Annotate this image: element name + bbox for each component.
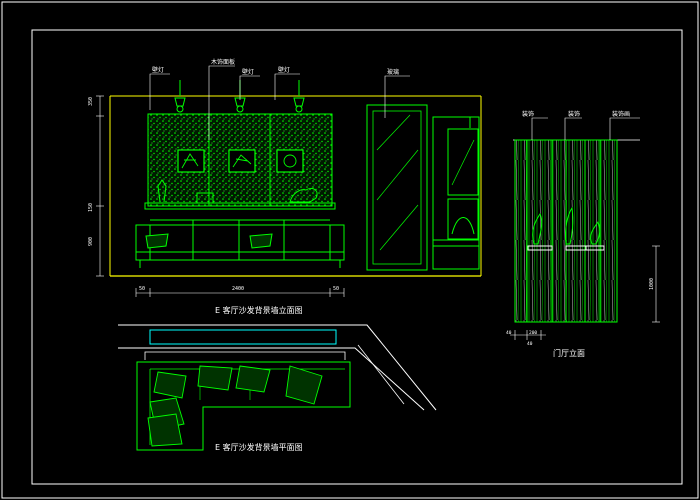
elevation-dims-bottom: 50 2400 50 — [135, 286, 345, 297]
entrance-tag-1: 装饰 — [522, 110, 534, 118]
entrance-dim-3: 40 — [527, 341, 533, 347]
entrance-tag-3: 装饰画 — [612, 110, 630, 118]
dim-bottom-right: 50 — [333, 286, 339, 292]
dim-left-mid: 150 — [88, 203, 94, 212]
entrance-elevation: 装饰 装饰 装饰画 1000 40 200 40 门厅立面 — [506, 110, 660, 358]
entrance-dim-right: 1000 — [649, 278, 655, 290]
entrance-title: 门厅立面 — [553, 348, 585, 358]
sofa-elevation — [135, 219, 345, 268]
tag-wall-lamp-2: 壁灯 — [242, 68, 254, 76]
dim-left-top: 350 — [88, 97, 94, 106]
elevation-dims-left: 350 150 900 — [88, 95, 104, 277]
dim-left-low: 900 — [88, 237, 94, 246]
inner-frame — [31, 29, 683, 485]
plan-cushions — [147, 365, 323, 447]
tag-wall-lamp-1: 壁灯 — [152, 66, 164, 74]
entrance-dim-1: 40 — [506, 330, 512, 336]
sofa-plan — [136, 361, 351, 451]
wall-lamp-1 — [174, 80, 186, 113]
dim-bottom-main: 2400 — [232, 286, 244, 292]
glass-door — [366, 104, 428, 271]
tag-glass: 玻璃 — [387, 68, 399, 76]
side-cabinet — [432, 116, 480, 270]
elevation-tags: 壁灯 木饰面板 壁灯 壁灯 玻璃 — [149, 58, 410, 140]
elevation-top: 壁灯 木饰面板 壁灯 壁灯 玻璃 350 150 900 50 2400 5 — [88, 58, 482, 315]
dim-bottom-left: 50 — [139, 286, 145, 292]
picture-frame-3 — [276, 149, 304, 173]
plan-view: E 客厅沙发背景墙平面图 — [118, 324, 437, 452]
entrance-dim-2: 200 — [529, 330, 537, 336]
picture-frame-2 — [228, 149, 256, 173]
tag-wood-panel: 木饰面板 — [211, 58, 235, 66]
tag-wall-lamp-3: 壁灯 — [278, 66, 290, 74]
plan-title: E 客厅沙发背景墙平面图 — [215, 442, 303, 452]
picture-frame-1 — [177, 149, 205, 173]
wall-lamp-3 — [293, 80, 305, 113]
elevation-title: E 客厅沙发背景墙立面图 — [215, 305, 303, 315]
shelf — [144, 202, 336, 210]
entrance-tag-2: 装饰 — [568, 110, 580, 118]
